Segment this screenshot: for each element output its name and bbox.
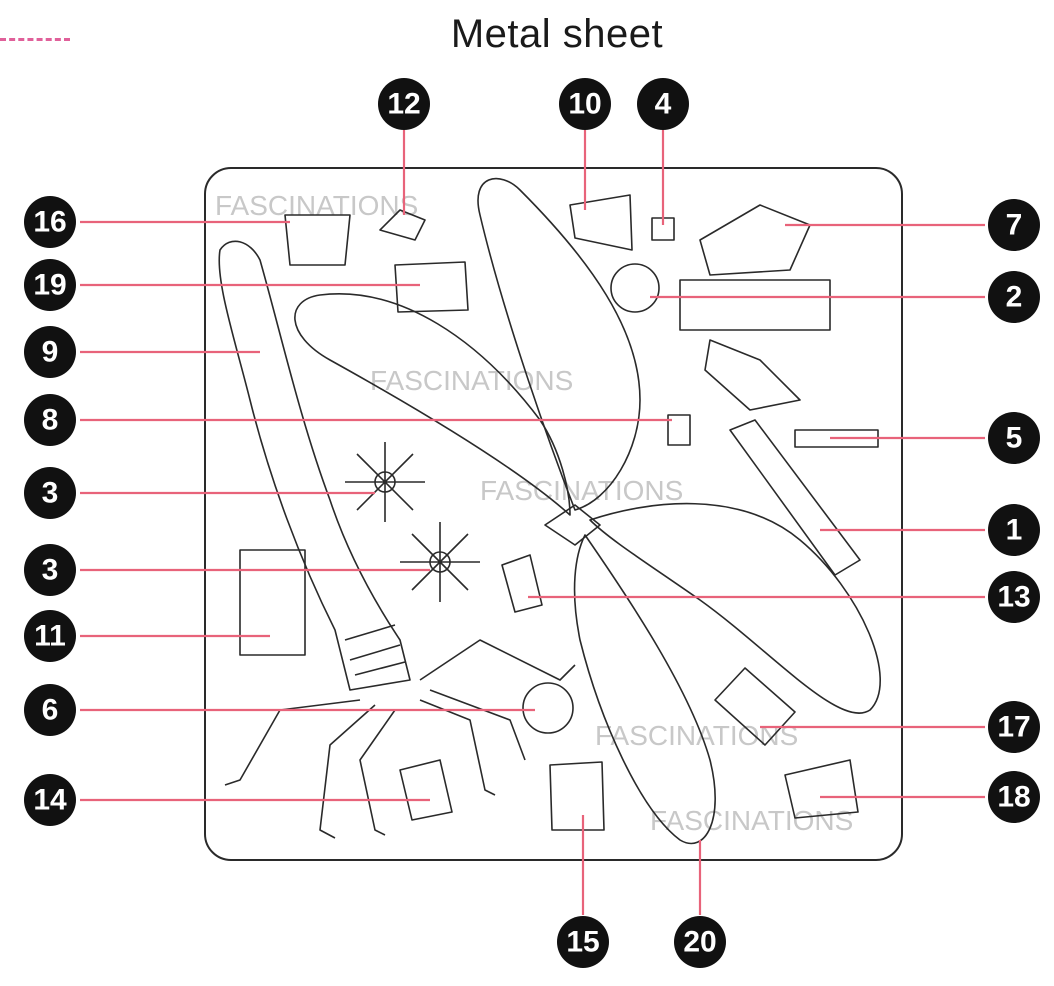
leg-part	[419, 699, 496, 796]
callout-badge-3-upper: 3	[24, 467, 76, 519]
svg-text:13: 13	[997, 581, 1030, 614]
svg-text:12: 12	[387, 88, 420, 121]
callout-badge-3-lower: 3	[24, 544, 76, 596]
part-17	[714, 667, 796, 746]
svg-text:3: 3	[42, 554, 59, 587]
sheet-outline	[204, 167, 903, 861]
callout-badge-15: 15	[557, 916, 609, 968]
callout-badge-11: 11	[24, 610, 76, 662]
svg-text:5: 5	[1006, 422, 1023, 455]
legend-dash-line	[0, 38, 70, 41]
callout-badge-5: 5	[988, 412, 1040, 464]
callout-badge-4: 4	[637, 78, 689, 130]
callout-badge-1: 1	[988, 504, 1040, 556]
svg-text:6: 6	[42, 694, 59, 727]
callout-badge-19: 19	[24, 259, 76, 311]
callout-badge-2: 2	[988, 271, 1040, 323]
part-1	[729, 419, 861, 576]
callout-badge-14: 14	[24, 774, 76, 826]
watermark-text: FASCINATIONS	[370, 365, 573, 396]
svg-text:18: 18	[997, 781, 1030, 814]
callout-badge-13: 13	[988, 571, 1040, 623]
part-7-head	[679, 204, 831, 411]
callout-badge-8: 8	[24, 394, 76, 446]
part-2-disc	[610, 263, 660, 313]
callout-badge-7: 7	[988, 199, 1040, 251]
wing-joint-part	[544, 504, 601, 546]
svg-text:20: 20	[683, 926, 716, 959]
svg-text:19: 19	[33, 269, 66, 302]
watermark-text: FASCINATIONS	[595, 720, 798, 751]
svg-text:3: 3	[42, 477, 59, 510]
callout-badge-17: 17	[988, 701, 1040, 753]
svg-text:1: 1	[1006, 514, 1023, 547]
watermark-text: FASCINATIONS	[480, 475, 683, 506]
leg-part	[224, 699, 361, 786]
callout-badge-12: 12	[378, 78, 430, 130]
part-19	[394, 261, 469, 313]
upper-wing-left-part	[294, 293, 571, 516]
upper-wing-right-part	[477, 177, 641, 511]
leg-part	[319, 704, 376, 839]
callout-badge-9: 9	[24, 326, 76, 378]
svg-text:8: 8	[42, 404, 59, 437]
lower-wing-bottom-part	[573, 534, 716, 845]
svg-text:11: 11	[34, 620, 66, 653]
svg-text:7: 7	[1006, 209, 1023, 242]
lower-wing-right-part	[589, 502, 881, 714]
part-16	[284, 214, 351, 266]
thorax-band-part	[344, 624, 406, 676]
svg-text:4: 4	[655, 88, 672, 121]
part-12	[379, 209, 426, 241]
diagram-title: Metal sheet	[450, 12, 664, 56]
callout-badge-6: 6	[24, 684, 76, 736]
callout-badge-10: 10	[559, 78, 611, 130]
leg-part	[419, 639, 576, 681]
svg-text:16: 16	[33, 206, 66, 239]
part-14	[399, 759, 453, 821]
part-6-disc	[522, 682, 574, 734]
dragonfly-body-part	[218, 240, 411, 691]
watermark-text: FASCINATIONS	[215, 190, 418, 221]
callout-badge-20: 20	[674, 916, 726, 968]
svg-text:10: 10	[568, 88, 601, 121]
part-8	[667, 414, 691, 446]
part-11	[239, 549, 306, 656]
leg-part	[359, 709, 396, 836]
part-13	[501, 554, 543, 613]
eye-part-lower	[400, 522, 480, 602]
svg-text:17: 17	[997, 711, 1030, 744]
part-15	[549, 761, 605, 831]
part-18	[784, 759, 859, 819]
part-5	[794, 429, 879, 448]
svg-text:9: 9	[42, 336, 59, 369]
svg-text:15: 15	[566, 926, 599, 959]
svg-text:14: 14	[33, 784, 67, 817]
callout-badge-16: 16	[24, 196, 76, 248]
watermark-text: FASCINATIONS	[650, 805, 853, 836]
callout-badge-18: 18	[988, 771, 1040, 823]
leg-part	[429, 689, 526, 761]
eye-part-upper	[345, 442, 425, 522]
part-10	[569, 194, 633, 251]
svg-text:2: 2	[1006, 281, 1023, 314]
